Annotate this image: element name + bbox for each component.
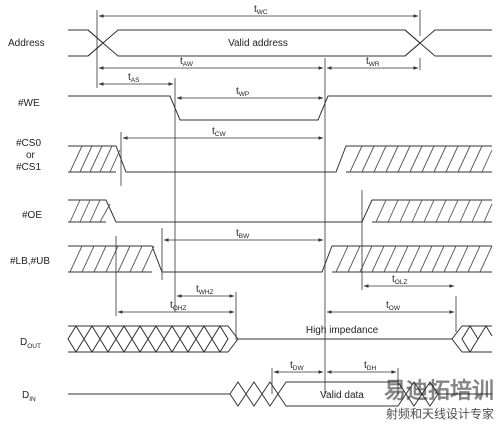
watermark-logo-text: 易迪拓培训 [384, 378, 494, 403]
cs-waveform [68, 145, 493, 173]
t-aw-label: tAW [180, 56, 194, 68]
dout-waveform: High impedance [67, 325, 493, 353]
oe-waveform [68, 199, 493, 223]
t-wc-label: tWC [254, 4, 268, 16]
valid-data-text: Valid data [320, 390, 364, 401]
lb-ub-waveform [68, 245, 493, 273]
t-cw-label: tCW [212, 126, 226, 138]
t-dw-label: tDW [290, 360, 304, 372]
t-ohz-label: tOHZ [170, 300, 187, 312]
high-impedance-text: High impedance [306, 325, 379, 336]
watermark-tagline: 射频和天线设计专家 [386, 406, 494, 421]
label-we: #WE [18, 98, 40, 109]
label-din: DIN [22, 390, 36, 403]
t-wp-label: tWP [236, 86, 249, 98]
t-olz-label: tOLZ [392, 274, 407, 286]
watermark-logo: 易迪拓培训 射频和天线设计专家 [384, 378, 494, 421]
t-whz-label: tWHZ [196, 284, 214, 296]
t-dh-label: tDH [364, 360, 376, 372]
address-waveform: Valid address [68, 29, 492, 57]
t-ow-label: tOW [386, 300, 401, 312]
label-lb-ub: #LB,#UB [10, 256, 50, 267]
label-cs1: #CS1 [16, 162, 41, 173]
t-wr-label: tWR [366, 56, 380, 68]
label-cs0: #CS0 [16, 138, 41, 149]
din-waveform: Valid data [68, 381, 492, 407]
label-cs-or: or [26, 150, 36, 161]
timing-guides [96, 10, 457, 394]
t-as-label: tAS [128, 72, 140, 84]
we-waveform [68, 95, 492, 121]
t-bw-label: tBW [236, 228, 250, 240]
dimension-arrows [98, 14, 455, 374]
timing-labels: tWC tAW tWR tAS tWP tCW tBW tOLZ tWHZ tO… [128, 4, 407, 372]
valid-address-text: Valid address [228, 38, 288, 49]
label-oe: #OE [22, 210, 42, 221]
label-address: Address [8, 38, 45, 49]
label-dout: DOUT [20, 337, 41, 350]
